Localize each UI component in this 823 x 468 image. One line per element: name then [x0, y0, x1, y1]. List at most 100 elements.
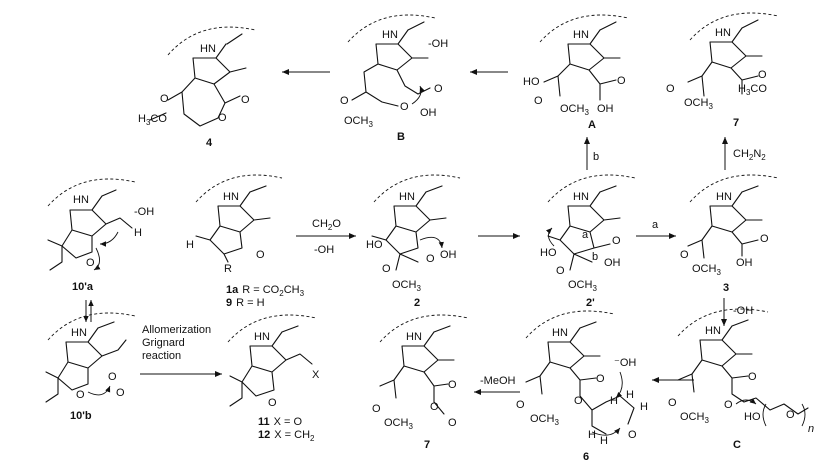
atom-hn: HN: [573, 29, 589, 41]
atom-och3: OCH3: [692, 263, 721, 277]
atom-x: X: [312, 369, 320, 381]
atom-h: H: [600, 435, 608, 447]
atom-hn: HN: [406, 331, 422, 343]
atom-oh: OH: [597, 103, 614, 115]
atom-hn: HN: [382, 29, 398, 41]
label-grignard: Grignard: [142, 337, 185, 349]
compound-c-label: C: [733, 439, 741, 451]
atom-och3: OCH3: [392, 279, 421, 293]
atom-o: O: [666, 83, 675, 95]
compound-2p-label: 2': [586, 297, 595, 309]
atom-h3co: H3CO: [138, 113, 167, 127]
atom-h: H: [588, 429, 596, 441]
label-path-a: a: [652, 219, 659, 231]
atom-minus-oh: -OH: [428, 38, 448, 50]
compound-10a-label: 10'a: [72, 281, 94, 293]
atom-o: O: [612, 235, 621, 247]
atom-och3: OCH3: [684, 97, 713, 111]
atom-h: H: [610, 395, 618, 407]
atom-oh: OH: [420, 107, 437, 119]
atom-och3: OCH3: [384, 417, 413, 431]
compound-4: HN O O O H3CO 4: [138, 26, 256, 149]
atom-o: O: [758, 69, 767, 81]
label-reaction: reaction: [142, 350, 181, 362]
atom-o: O: [382, 263, 391, 275]
atom-och3: OCH3: [344, 115, 373, 129]
compound-a: HN HO O OCH3 O OH A: [523, 14, 629, 131]
label-allomerization: Allomerization: [142, 324, 211, 336]
atom-h: H: [134, 227, 142, 239]
atom-o: O: [628, 429, 637, 441]
atom-o: O: [108, 371, 117, 383]
atom-o: O: [617, 75, 626, 87]
compound-2p: HN HO a b O OH O OCH3 2': [540, 174, 636, 309]
atom-o: O: [86, 257, 95, 269]
atom-hn: HN: [399, 191, 415, 203]
label-n: n: [808, 423, 814, 435]
atom-hn: HN: [715, 27, 731, 39]
compound-a-label: A: [588, 119, 596, 131]
atom-o: O: [372, 403, 381, 415]
atom-o: O: [680, 249, 689, 261]
compound-2-label: 2: [414, 297, 420, 309]
atom-o: O: [760, 233, 769, 245]
atom-o: O: [534, 95, 543, 107]
label-ch2n2: CH2N2: [733, 148, 766, 162]
compound-10a: HN H O -OH 10'a: [47, 178, 154, 293]
atom-hn: HN: [552, 327, 568, 339]
atom-oh: OH: [604, 257, 621, 269]
atom-o: O: [340, 95, 349, 107]
label-bond-a: a: [582, 229, 589, 241]
atom-o: O: [426, 253, 435, 265]
atom-o: O: [596, 373, 605, 385]
atom-och3: OCH3: [530, 413, 559, 427]
atom-hn: HN: [705, 325, 721, 337]
atom-ho: HO: [744, 411, 761, 423]
label-oh-base: -OH: [314, 244, 334, 256]
atom-o: O: [116, 387, 125, 399]
atom-hn: HN: [71, 327, 87, 339]
atom-h3co: H3CO: [738, 83, 767, 97]
atom-hn: HN: [223, 191, 239, 203]
atom-och3: OCH3: [680, 411, 709, 425]
atom-oh: OH: [440, 249, 457, 261]
label-bond-b: b: [592, 251, 598, 263]
atom-h: H: [626, 389, 634, 401]
atom-o: O: [218, 112, 227, 124]
compound-3-label: 3: [723, 282, 729, 294]
atom-o: O: [160, 93, 169, 105]
atom-o: O: [268, 397, 277, 409]
atom-o: O: [724, 399, 733, 411]
atom-hn: HN: [200, 43, 216, 55]
atom-o: O: [448, 417, 457, 429]
compound-7-bottom-label: 7: [424, 439, 430, 451]
atom-hn: HN: [573, 191, 589, 203]
compound-c: HN O OCH3 O O HO O n C: [668, 308, 814, 451]
compound-6: HN O OCH3 O O ⁻OH H H H H H O 6: [516, 310, 648, 463]
atom-o: O: [574, 395, 583, 407]
atom-o: O: [786, 409, 795, 421]
atom-o: O: [668, 397, 677, 409]
atom-o: O: [241, 94, 250, 106]
compound-10b: HN O O O 10'b: [45, 312, 136, 422]
atom-o: O: [448, 379, 457, 391]
atom-o: O: [556, 265, 565, 277]
atom-ho: HO: [366, 239, 383, 251]
atom-och3: OCH3: [560, 103, 589, 117]
atom-ho: HO: [523, 76, 540, 88]
atom-o: O: [400, 101, 409, 113]
compound-b: HN -OH O O OH O OCH3 B: [340, 14, 448, 143]
compound-6-label: 6: [583, 451, 589, 463]
atom-h: H: [640, 401, 648, 413]
atom-o: O: [516, 399, 525, 411]
compound-7-top: HN O OCH3 O H3CO 7: [666, 12, 779, 129]
compound-4-label: 4: [206, 137, 213, 149]
atom-hn: HN: [254, 331, 270, 343]
atom-hn: HN: [716, 191, 732, 203]
